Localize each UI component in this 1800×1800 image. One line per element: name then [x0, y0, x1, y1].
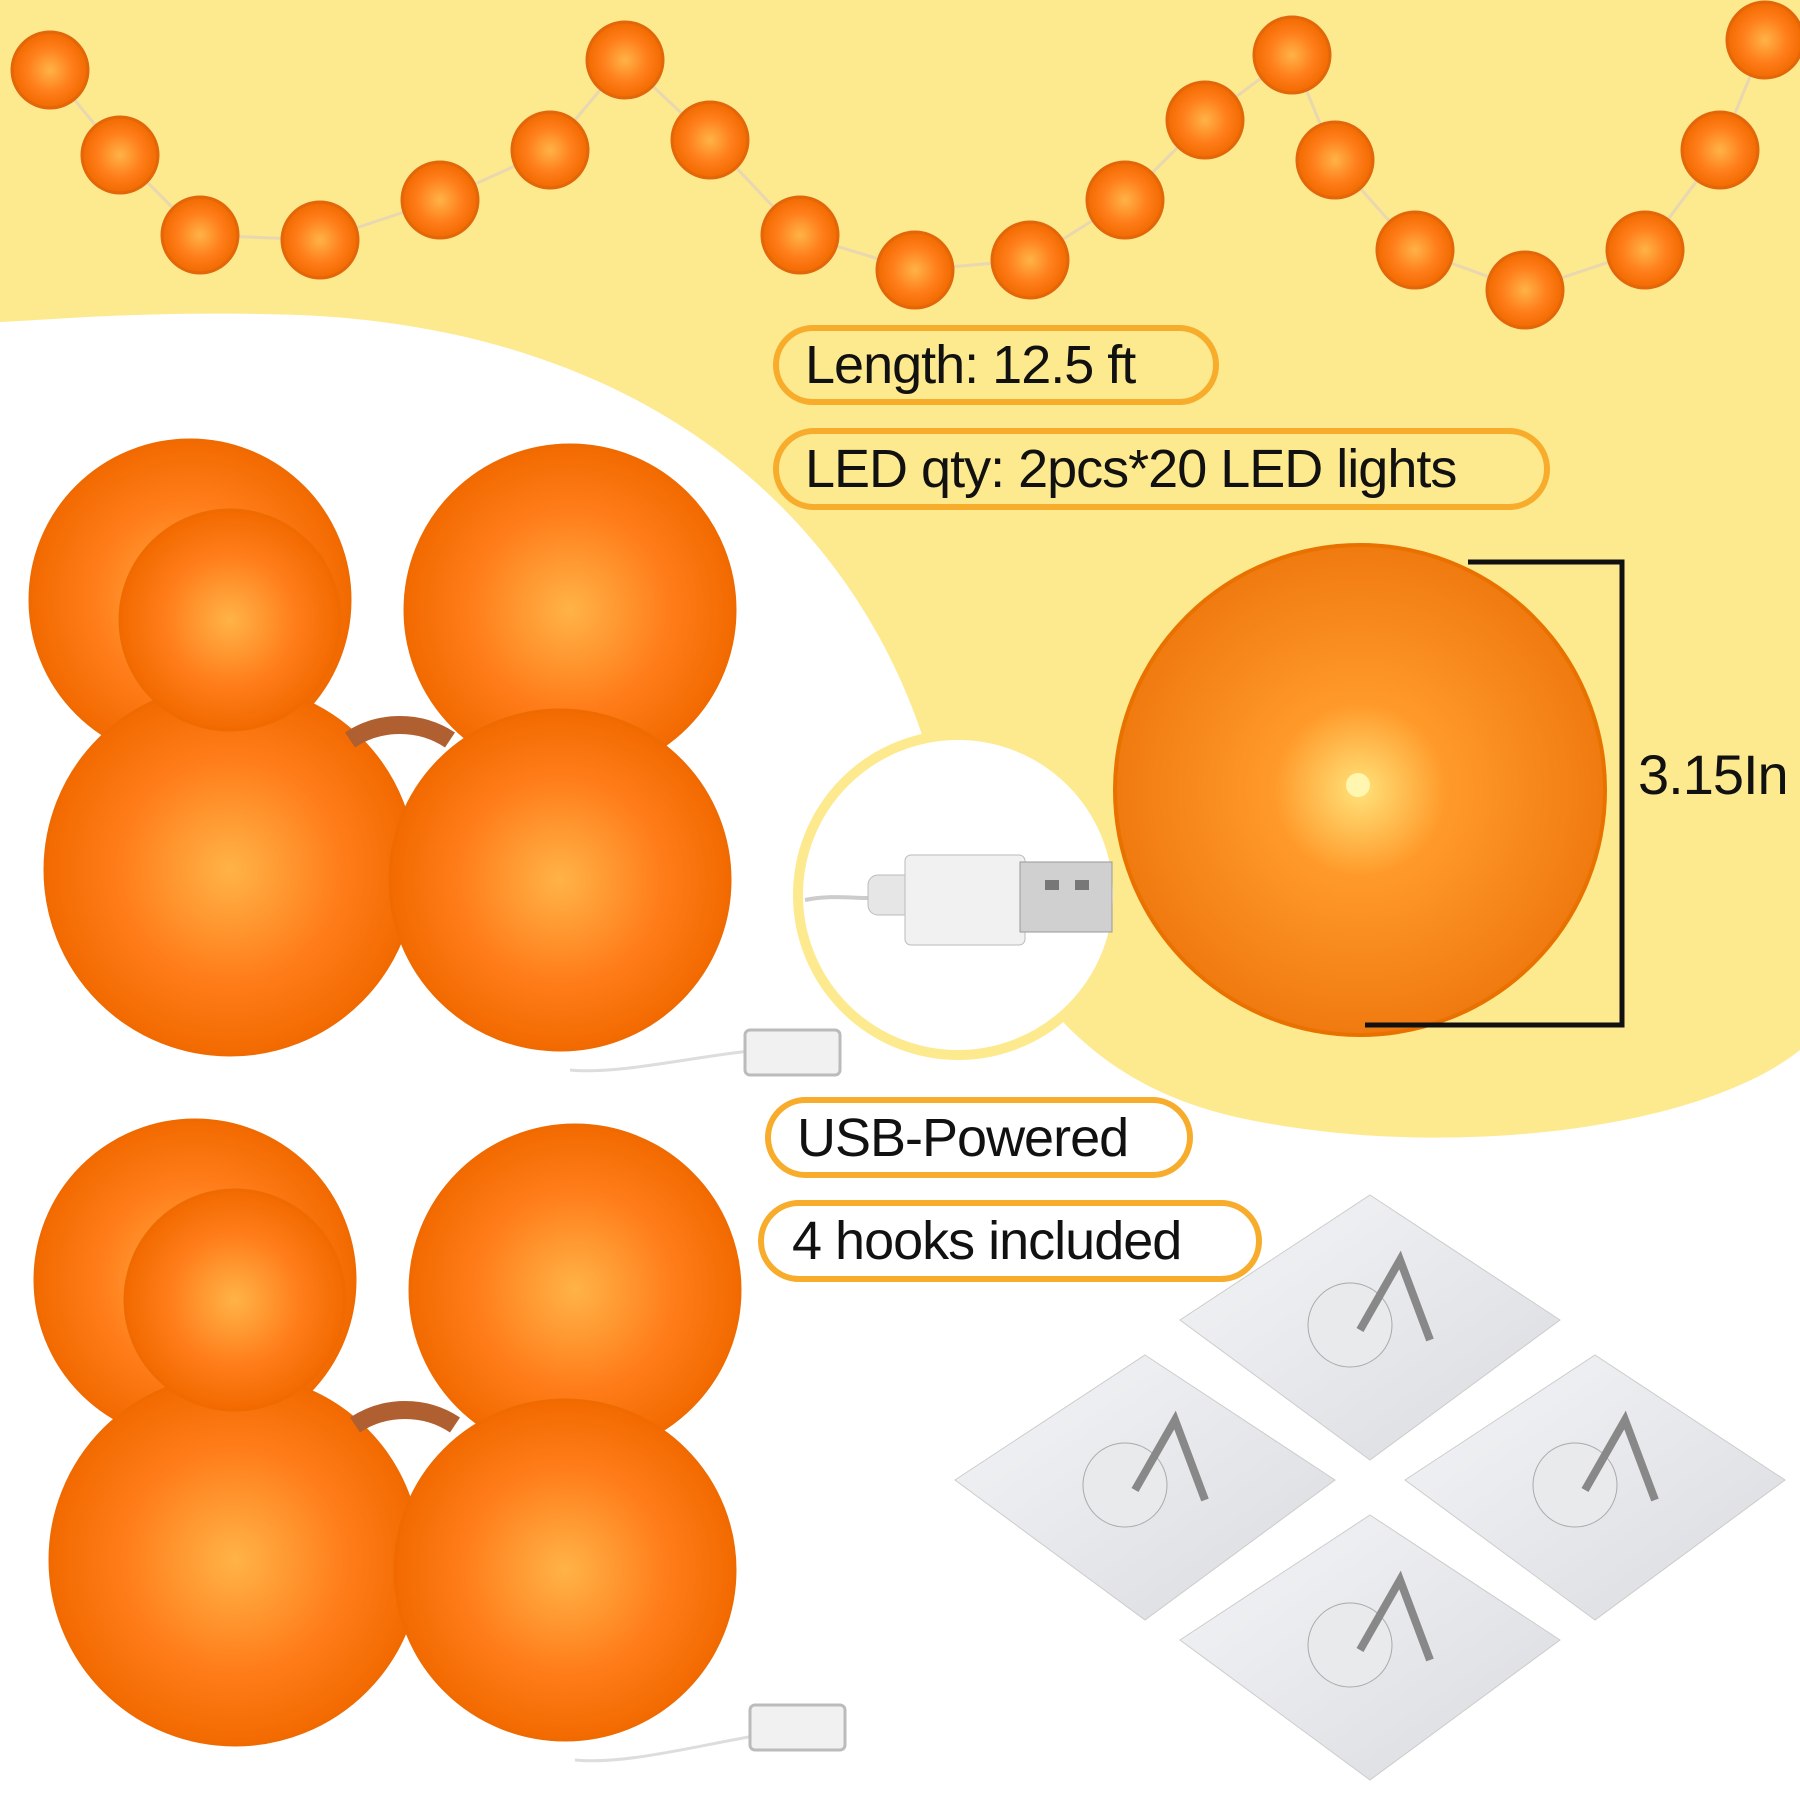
garland-bundle-bottom: [33, 1118, 847, 1763]
adhesive-hooks: [954, 1194, 1786, 1781]
flower-size-label: 3.15In: [1638, 743, 1789, 806]
length-label: Length: 12.5 ft: [773, 325, 1219, 405]
hooks-included-label: 4 hooks included: [758, 1200, 1262, 1282]
marigold-garland: [10, 0, 1800, 330]
led-qty-label: LED qty: 2pcs*20 LED lights: [773, 428, 1550, 510]
usb-plug-icon: [804, 854, 1113, 946]
garland-bundle-top: [28, 438, 842, 1077]
usb-powered-label: USB-Powered: [765, 1097, 1193, 1178]
size-bracket: [1365, 559, 1625, 1028]
